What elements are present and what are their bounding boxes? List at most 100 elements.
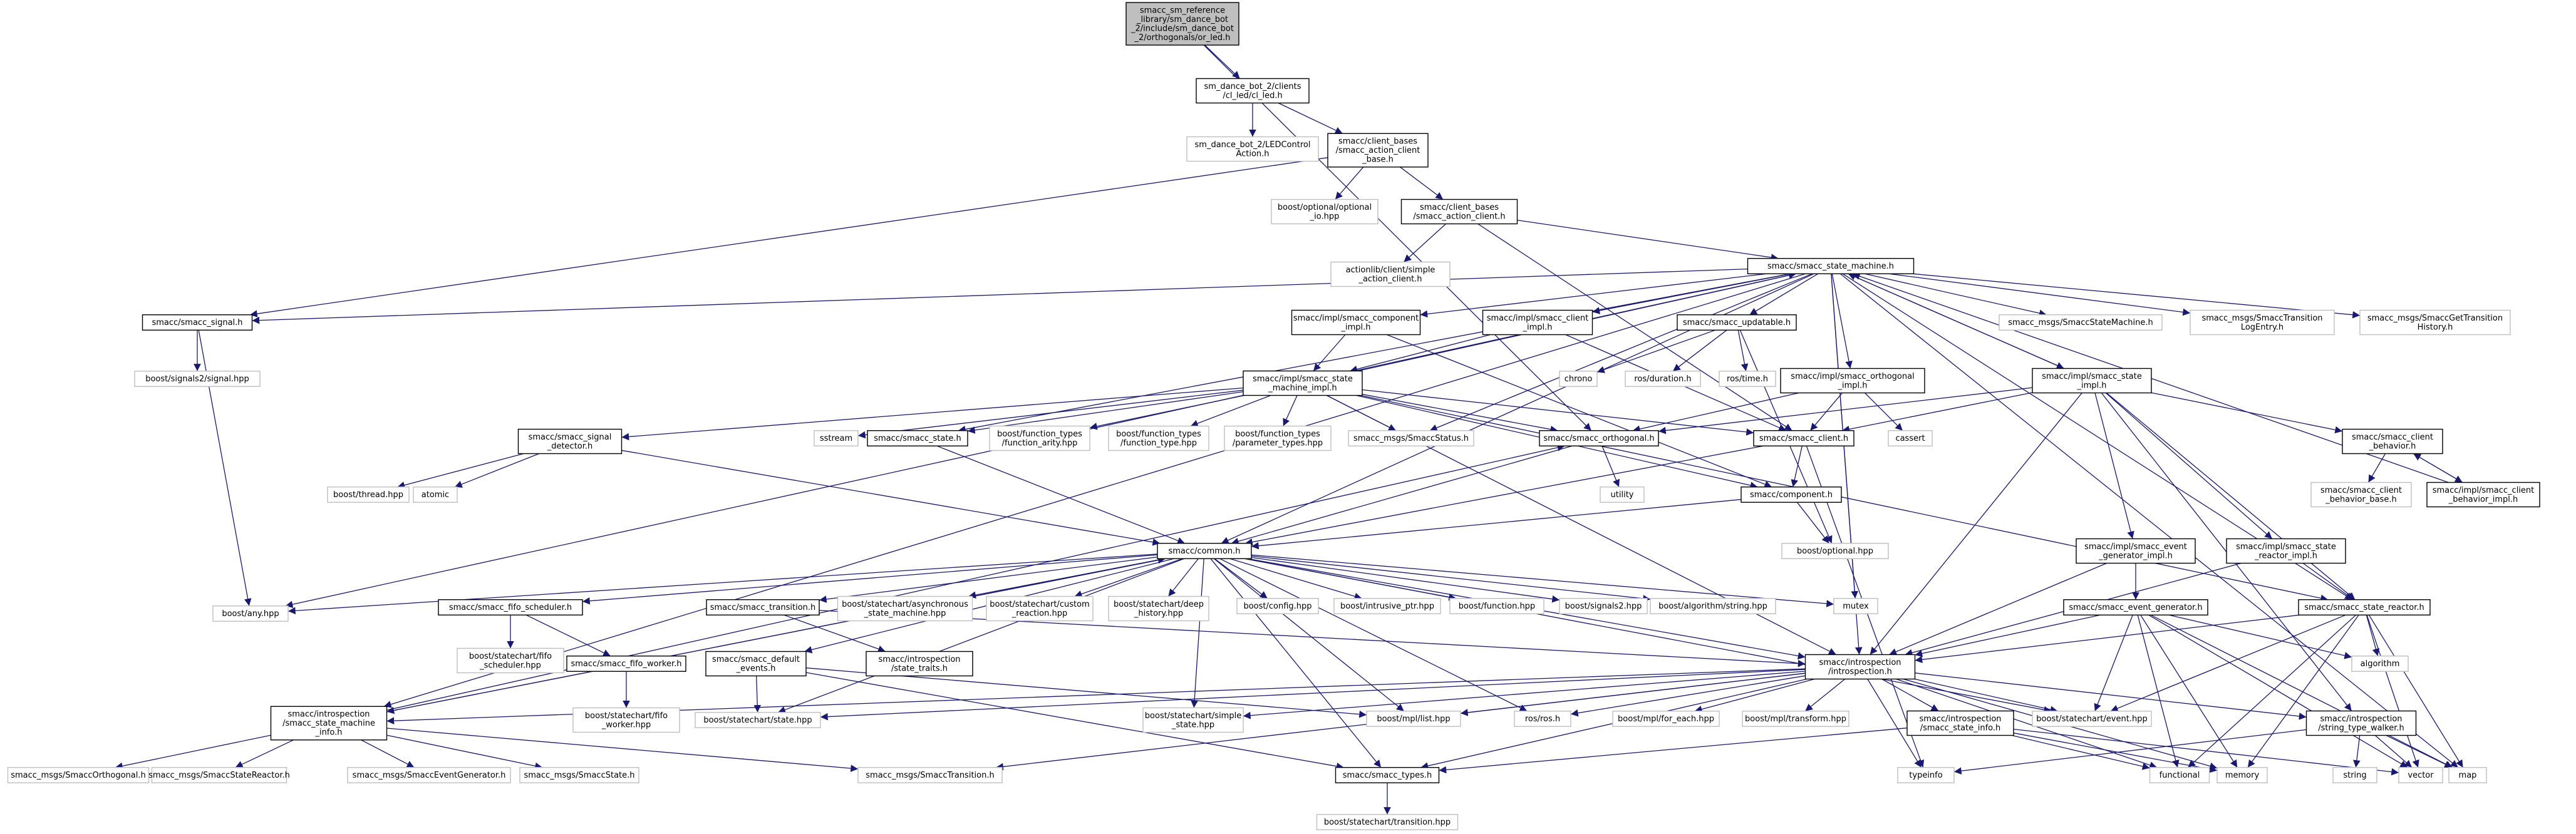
graph-node-default-events[interactable]: smacc/smacc_default_events.h [705, 651, 807, 677]
node-label: smacc/impl/smacc_state [1253, 374, 1353, 384]
graph-node-updatable[interactable]: smacc/smacc_updatable.h [1677, 314, 1797, 331]
edge-event-generator-to-map [2150, 614, 2453, 768]
graph-node-common[interactable]: smacc/common.h [1157, 543, 1252, 559]
graph-node-client-behavior-impl[interactable]: smacc/impl/smacc_client_behavior_impl.h [2426, 481, 2540, 508]
node-box [2216, 767, 2268, 783]
graph-node-state-machine[interactable]: smacc/smacc_state_machine.h [1747, 258, 1915, 274]
graph-node-client-impl[interactable]: smacc/impl/smacc_client_impl.h [1482, 309, 1593, 336]
graph-node-smacc-state[interactable]: smacc/smacc_state.h [867, 430, 968, 446]
node-label: smacc_msgs/SmaccStatus.h [1353, 434, 1469, 443]
edge-common-to-event-hpp [1244, 558, 2052, 714]
graph-node-orthogonal-impl[interactable]: smacc/impl/smacc_orthogonal_impl.h [1780, 368, 1925, 394]
node-label: smacc/impl/smacc_state [2236, 542, 2336, 552]
graph-node-smacc-client[interactable]: smacc/smacc_client.h [1753, 430, 1854, 446]
node-label: boost/mpl/transform.hpp [1745, 714, 1846, 724]
graph-node-fifo-worker[interactable]: smacc/smacc_fifo_worker.h [566, 656, 686, 672]
graph-node-signals2-signal: boost/signals2/signal.hpp [134, 371, 261, 387]
node-box [1612, 711, 1720, 727]
graph-node-sm-info[interactable]: smacc/introspection/smacc_state_machine_… [270, 706, 388, 741]
node-label: smacc/smacc_updatable.h [1683, 318, 1791, 327]
edge-sm-info-to-msg-orthogonal [115, 734, 271, 770]
graph-node-state-impl[interactable]: smacc/impl/smacc_state_impl.h [2032, 368, 2152, 394]
edge-common-to-boost-config [1214, 558, 1268, 599]
node-label: boost/statechart/deep [1114, 600, 1204, 609]
node-box [1804, 654, 1916, 680]
graph-node-action-client[interactable]: smacc/client_bases/smacc_action_client.h [1400, 198, 1518, 225]
node-label: smacc/impl/smacc_component [1293, 314, 1419, 323]
graph-node-chrono: chrono [1559, 371, 1598, 387]
graph-node-async-sm: boost/statechart/asynchronous_state_mach… [837, 595, 973, 622]
node-box [566, 656, 686, 672]
node-label: _reactor_impl.h [2254, 551, 2317, 560]
edge-state-machine-impl-to-orthogonal [1362, 394, 1558, 433]
graph-node-type-walker[interactable]: smacc/introspection/string_type_walker.h [2305, 710, 2417, 736]
node-box [837, 595, 973, 622]
graph-node-client-behavior[interactable]: smacc/smacc_client_behavior.h [2342, 428, 2443, 455]
graph-node-typeinfo: typeinfo [1897, 767, 1955, 783]
graph-node-fifo-scheduler[interactable]: smacc/smacc_fifo_scheduler.h [438, 599, 583, 615]
node-label: smacc/smacc_client [2352, 433, 2433, 442]
graph-node-action-client-base[interactable]: smacc/client_bases/smacc_action_client_b… [1327, 133, 1429, 168]
graph-node-state-reactor-impl[interactable]: smacc/impl/smacc_state_reactor_impl.h [2226, 538, 2346, 564]
edge-state-impl-to-state-reactor [2106, 393, 2356, 600]
node-label: smacc_msgs/SmaccTransition [2201, 314, 2322, 323]
node-label: boost/thread.hpp [333, 490, 403, 500]
node-label: _behavior_base.h [2325, 495, 2396, 504]
graph-node-event-generator[interactable]: smacc/smacc_event_generator.h [2063, 599, 2208, 615]
graph-node-smacc-signal[interactable]: smacc/smacc_signal.h [142, 314, 253, 331]
graph-node-smacc-types[interactable]: smacc/smacc_types.h [1335, 767, 1440, 783]
graph-node-smacc-transition[interactable]: smacc/smacc_transition.h [706, 599, 820, 615]
node-label: ros/ros.h [1525, 714, 1560, 724]
graph-node-orthogonal[interactable]: smacc/smacc_orthogonal.h [1539, 430, 1659, 446]
node-label: boost/function_types [1235, 430, 1320, 439]
graph-node-utility: utility [1600, 487, 1645, 503]
edge-introspection-to-state-info [1881, 678, 1939, 712]
graph-node-root[interactable]: smacc_sm_reference_library/sm_dance_bot_… [1125, 2, 1239, 46]
edge-smacc-client-to-component [1791, 446, 1803, 487]
node-label: boost/mpl/list.hpp [1377, 714, 1450, 724]
edge-sm-info-to-msg-transition [386, 728, 859, 772]
edge-common-to-smacc-transition [819, 556, 1158, 603]
node-box [1482, 309, 1593, 336]
graph-node-msg-state-machine: smacc_msgs/SmaccStateMachine.h [1999, 314, 2163, 331]
graph-node-component-impl[interactable]: smacc/impl/smacc_component_impl.h [1291, 309, 1421, 336]
node-box [1291, 309, 1421, 336]
graph-node-signal-detector[interactable]: smacc/smacc_signal_detector.h [517, 428, 623, 455]
node-label: boost/algorithm/string.hpp [1658, 602, 1767, 611]
node-label: boost/statechart/fifo [585, 711, 668, 721]
node-box [1897, 767, 1955, 783]
node-box [2190, 309, 2335, 336]
graph-node-introspection[interactable]: smacc/introspection/introspection.h [1804, 654, 1916, 680]
graph-node-ros-h: ros/ros.h [1514, 711, 1571, 727]
graph-node-msg-state: smacc_msgs/SmaccState.h [519, 767, 639, 783]
graph-node-simple-state: boost/statechart/simple_state.hpp [1142, 707, 1244, 733]
edge-state-machine-impl-to-sstream [857, 389, 1244, 439]
node-box [1196, 78, 1310, 104]
graph-node-state-reactor[interactable]: smacc/smacc_state_reactor.h [2298, 599, 2431, 615]
graph-node-component[interactable]: smacc/component.h [1741, 487, 1842, 503]
graph-node-state-info[interactable]: smacc/introspection/smacc_state_info.h [1906, 710, 2014, 736]
node-label: smacc/smacc_state_machine.h [1767, 262, 1894, 271]
edge-state-machine-impl-to-function-type [1190, 394, 1271, 427]
node-label: _reaction.hpp [1011, 609, 1067, 618]
node-label: boost/statechart/simple [1145, 711, 1241, 721]
graph-node-boost-any: boost/any.hpp [212, 605, 289, 622]
edge-type-walker-to-typeinfo [1953, 729, 2307, 775]
graph-node-state-traits[interactable]: smacc/introspection/state_traits.h [866, 651, 973, 677]
graph-node-cl-led[interactable]: sm_dance_bot_2/clients/cl_led/cl_led.h [1196, 78, 1310, 104]
node-box [519, 767, 639, 783]
edge-signal-detector-to-thread [397, 453, 524, 489]
graph-node-event-generator-impl[interactable]: smacc/impl/smacc_event_generator_impl.h [2076, 538, 2196, 564]
graph-node-state-machine-impl[interactable]: smacc/impl/smacc_state_machine_impl.h [1243, 370, 1363, 396]
edge-introspection-to-event-hpp [1914, 678, 2058, 713]
node-box [2032, 368, 2152, 394]
node-box [1906, 710, 2014, 736]
node-label: _library/sm_dance_bot [1136, 15, 1228, 24]
node-label: _machine_impl.h [1268, 383, 1337, 393]
edge-client-behavior-impl-to-client-behavior [2413, 453, 2463, 483]
node-label: boost/optional.hpp [1797, 547, 1873, 556]
node-label: History.h [2418, 322, 2453, 332]
node-label: _2/include/sm_dance_bot [1130, 24, 1234, 33]
edge-state-impl-to-smacc-client [1842, 392, 2033, 433]
